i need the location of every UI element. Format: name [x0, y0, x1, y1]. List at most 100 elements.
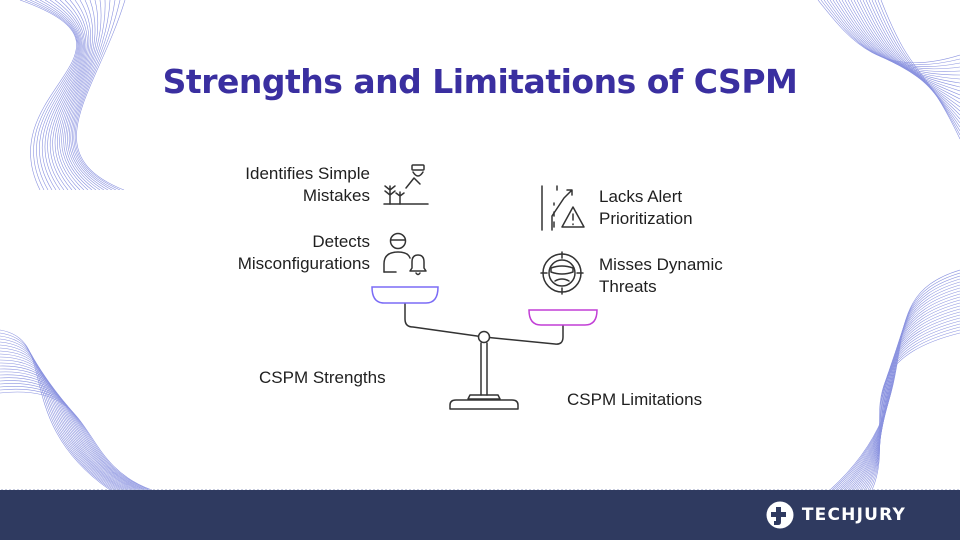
- wave-line: [0, 353, 127, 490]
- wave-line: [0, 386, 149, 490]
- wave-line: [0, 335, 115, 490]
- wave-line: [849, 299, 960, 490]
- wave-line: [826, 0, 960, 70]
- wave-line: [0, 359, 131, 490]
- limitations-label: CSPM Limitations: [567, 390, 703, 409]
- wave-line: [853, 305, 960, 490]
- wave-line: [0, 374, 141, 490]
- wave-line: [47, 0, 83, 190]
- wave-line: [880, 0, 960, 140]
- wave-line: [57, 0, 88, 190]
- wave-line: [861, 317, 960, 490]
- wave-line: [847, 296, 960, 490]
- wave-line: [869, 329, 960, 490]
- wave-line: [865, 323, 960, 490]
- wave-line: [863, 320, 960, 490]
- wave-line: [868, 0, 960, 124]
- wave-line: [0, 368, 137, 490]
- wave-line: [74, 0, 121, 190]
- wave-line: [841, 287, 960, 490]
- scale-beam: [404, 302, 564, 345]
- wave-line: [871, 332, 960, 490]
- strength-item-simple-mistakes: Identifies Simple Mistakes: [190, 163, 370, 207]
- wave-line: [0, 356, 129, 490]
- limitation-item-line: Threats: [599, 277, 657, 296]
- wave-line: [70, 0, 109, 190]
- wave-line: [61, 0, 92, 190]
- decorative-waves-top-left: [19, 0, 126, 190]
- wave-line: [0, 332, 113, 490]
- wave-line: [34, 0, 80, 190]
- wave-line: [838, 0, 960, 84]
- decorative-waves-top-right: [817, 0, 960, 140]
- limitation-item-line: Misses Dynamic: [599, 255, 723, 274]
- strengths-label: CSPM Strengths: [259, 368, 386, 387]
- wave-line: [831, 272, 960, 490]
- wave-line: [856, 0, 960, 108]
- limitations-pan: [528, 309, 598, 326]
- wave-line: [0, 338, 117, 490]
- techjury-logo-icon: [766, 501, 794, 529]
- wave-line: [0, 350, 125, 490]
- wave-line: [817, 0, 960, 64]
- brand-logo[interactable]: TECHJURY: [766, 501, 906, 529]
- crosshair-face-icon: [540, 251, 584, 295]
- wave-line: [853, 0, 960, 104]
- wave-line: [0, 341, 119, 490]
- wave-line: [820, 0, 960, 65]
- wave-line: [845, 293, 960, 490]
- wave-line: [69, 0, 105, 190]
- wave-line: [0, 391, 153, 490]
- wave-line: [0, 383, 147, 490]
- wave-line: [0, 388, 151, 490]
- wave-line: [829, 0, 960, 72]
- limitation-item-dynamic-threats: Misses Dynamic Threats: [599, 254, 799, 298]
- wave-line: [63, 0, 94, 190]
- scale-base: [449, 394, 519, 410]
- wave-line: [54, 0, 87, 190]
- wave-line: [0, 377, 143, 490]
- wave-line: [867, 326, 960, 490]
- strength-item-misconfigurations: Detects Misconfigurations: [190, 231, 370, 275]
- decorative-waves-bottom-right: [829, 269, 960, 490]
- wave-line: [871, 0, 960, 128]
- wave-line: [73, 0, 117, 190]
- wave-line: [24, 0, 78, 190]
- wave-line: [874, 0, 960, 132]
- limitation-item-line: Lacks Alert: [599, 187, 683, 206]
- split-path-warning-icon: [541, 185, 585, 231]
- wave-line: [865, 0, 960, 120]
- wave-line: [835, 0, 960, 80]
- wave-line: [823, 0, 960, 67]
- wave-line: [859, 0, 960, 112]
- wave-line: [877, 0, 960, 136]
- wave-line: [59, 0, 90, 190]
- wave-line: [72, 0, 113, 190]
- wave-line: [0, 344, 121, 490]
- wave-line: [841, 0, 960, 88]
- wave-line: [850, 0, 960, 100]
- wave-line: [859, 314, 960, 490]
- wave-line: [855, 308, 960, 490]
- wave-line: [44, 0, 82, 190]
- wave-line: [67, 0, 101, 190]
- wave-line: [0, 380, 145, 490]
- balance-scale-diagram: [371, 164, 598, 410]
- wave-line: [862, 0, 960, 116]
- page-title: Strengths and Limitations of CSPM: [162, 62, 798, 101]
- strength-item-line: Mistakes: [302, 186, 370, 205]
- wave-line: [0, 362, 133, 490]
- strength-item-line: Detects: [312, 232, 370, 251]
- wave-line: [837, 281, 960, 490]
- wave-line: [19, 0, 77, 190]
- brand-name: TECHJURY: [801, 505, 906, 525]
- wave-line: [49, 0, 84, 190]
- person-plant-icon: [383, 164, 429, 205]
- strengths-pan: [371, 286, 439, 304]
- wave-line: [844, 0, 960, 92]
- wave-line: [832, 0, 960, 76]
- limitation-item-alert-prioritization: Lacks Alert Prioritization: [599, 186, 799, 230]
- wave-line: [52, 0, 85, 190]
- wave-line: [29, 0, 79, 190]
- wave-line: [0, 347, 123, 490]
